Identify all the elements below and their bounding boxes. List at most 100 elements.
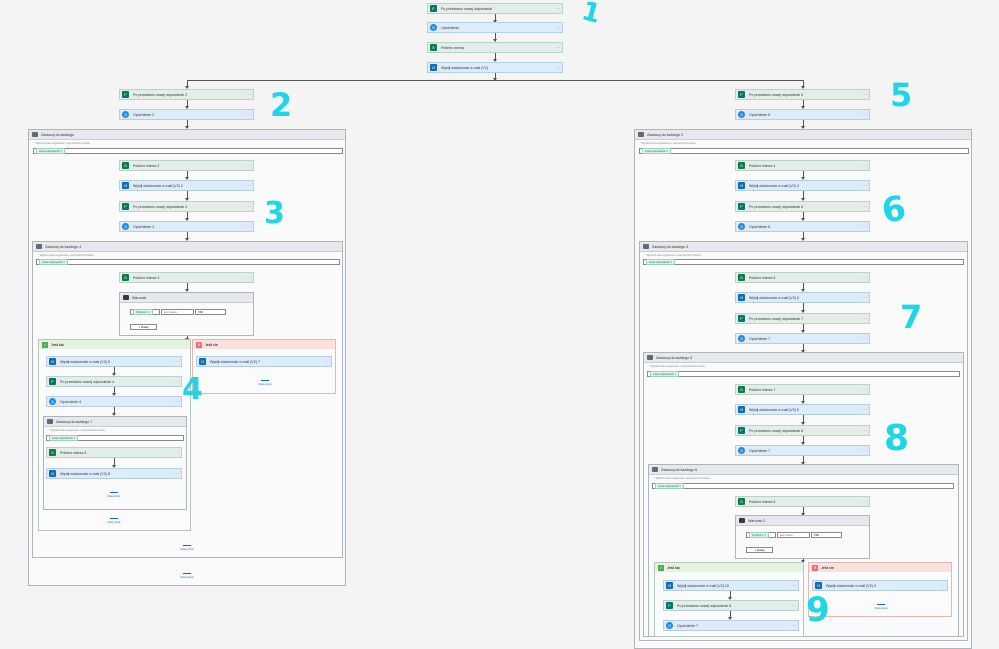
more-options-icon[interactable]: ··· [792,603,796,608]
apply-each-6-input[interactable]: Lista odpowiedzi × [652,483,954,489]
add-step-button[interactable]: Nowy krok [99,492,129,498]
more-options-icon[interactable]: ··· [175,471,179,476]
more-options-icon[interactable]: ··· [863,428,867,433]
token-chip[interactable]: Lista odpowiedzi × [655,483,685,489]
delay-6-card[interactable]: ◷Opóźnienie 6··· [735,221,870,232]
more-options-icon[interactable]: ··· [247,183,251,188]
more-options-icon[interactable]: ··· [247,163,251,168]
delay-9-card[interactable]: ◷Opóźnienie 7··· [663,620,799,631]
add-step-button[interactable]: Nowy krok [172,545,202,551]
more-options-icon[interactable]: ··· [792,623,796,628]
condition-2-operator-select[interactable]: jest równe [777,532,810,538]
apply-each-input[interactable]: Lista odpowiedzi × [33,148,343,154]
more-options-icon[interactable]: ··· [941,583,945,588]
condition-2-add-button[interactable]: + Dodaj [746,547,773,553]
delay-card[interactable]: ◷Opóźnienie··· [427,22,563,33]
add-step-button[interactable]: Nowy krok [866,604,896,610]
token-chip[interactable]: Lista odpowiedzi × [642,148,672,154]
token-chip[interactable]: Lista odpowiedzi × [646,259,676,265]
more-options-icon[interactable]: ··· [175,450,179,455]
apply-each-5-input[interactable]: Lista odpowiedzi × [647,371,960,377]
more-options-icon[interactable]: ··· [863,275,867,280]
token-chip[interactable]: Pytanie 1 × [749,532,770,538]
apply-each-7-input[interactable]: Lista odpowiedzi × [46,435,184,441]
apply-each-3-input[interactable]: Lista odpowiedzi × [643,259,964,265]
more-options-icon[interactable]: ··· [863,204,867,209]
more-options-icon[interactable]: ··· [175,379,179,384]
apply-each-4-input[interactable]: Lista odpowiedzi × [36,259,340,265]
more-options-icon[interactable]: ··· [247,275,251,280]
more-options-icon[interactable]: ··· [863,92,867,97]
more-options-icon[interactable]: ··· [556,45,560,50]
more-options-icon[interactable]: ··· [863,163,867,168]
more-options-icon[interactable]: ··· [247,224,251,229]
more-options-icon[interactable]: ··· [863,295,867,300]
condition-token-field[interactable]: Pytanie 1 × [130,309,160,315]
more-options-icon[interactable]: ··· [863,448,867,453]
condition-2-token-field[interactable]: Pytanie 1 × [746,532,776,538]
more-options-icon[interactable]: ··· [325,359,329,364]
condition-2-value-input[interactable]: TAK [811,532,842,538]
more-options-icon[interactable]: ··· [863,112,867,117]
more-options-icon[interactable]: ··· [247,92,251,97]
more-options-icon[interactable]: ··· [247,112,251,117]
token-chip[interactable]: Lista odpowiedzi × [650,371,680,377]
delay-3-card[interactable]: ◷Opóźnienie 3··· [119,221,254,232]
more-options-icon[interactable]: ··· [556,65,560,70]
more-options-icon[interactable]: ··· [863,183,867,188]
delay-8-card[interactable]: ◷Opóźnienie 7··· [735,445,870,456]
apply-each-2-input[interactable]: Lista odpowiedzi × [639,148,969,154]
delay-5-card[interactable]: ◷Opóźnienie 5··· [735,109,870,120]
more-options-icon[interactable]: ··· [175,399,179,404]
add-step-button[interactable]: Nowy krok [172,573,202,579]
condition-operator-select[interactable]: jest równe [161,309,194,315]
more-options-icon[interactable]: ··· [863,336,867,341]
delay-4-card[interactable]: ◷Opóźnienie 4··· [46,396,182,407]
more-options-icon[interactable]: ··· [792,583,796,588]
more-options-icon[interactable]: ··· [556,25,560,30]
more-options-icon[interactable]: ··· [863,499,867,504]
more-options-icon[interactable]: ··· [863,407,867,412]
token-chip[interactable]: Lista odpowiedzi × [49,435,79,441]
more-options-icon[interactable]: ··· [175,359,179,364]
add-step-button[interactable]: Nowy krok [250,380,280,386]
more-options-icon[interactable]: ··· [863,387,867,392]
delay-2-card[interactable]: ◷Opóźnienie 2··· [119,109,254,120]
add-step-button[interactable]: Nowy krok [99,518,129,524]
delay-7-card[interactable]: ◷Opóźnienie 7··· [735,333,870,344]
token-chip[interactable]: Pytanie 1 × [133,309,154,315]
more-options-icon[interactable]: ··· [556,6,560,11]
token-chip[interactable]: Lista odpowiedzi × [36,148,66,154]
condition-add-button[interactable]: + Dodaj [130,324,157,330]
more-options-icon[interactable]: ··· [247,204,251,209]
more-options-icon[interactable]: ··· [863,224,867,229]
token-chip[interactable]: Lista odpowiedzi × [39,259,69,265]
